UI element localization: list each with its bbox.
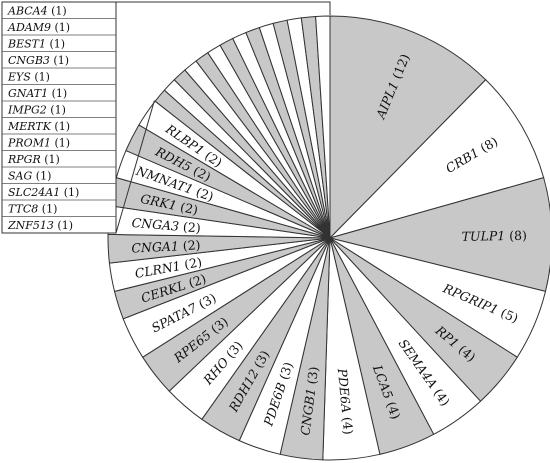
pie-slice-crb1 — [328, 79, 545, 239]
leader-line-top — [116, 1, 331, 15]
legend-leader-lines — [115, 1, 331, 234]
leader-line-bottom — [115, 100, 155, 234]
legend-box: ABCA4 (1) ADAM9 (1) BEST1 (1) CNGB3 (1) EYS … — [1, 1, 117, 234]
legend-entry-best1: BEST1 (1) — [7, 37, 65, 50]
legend-entry-cngb3: CNGB3 (1) — [8, 53, 69, 66]
legend-entry-sag: SAG (1) — [8, 169, 51, 182]
legend-entry-prom1: PROM1 (1) — [7, 136, 70, 149]
legend-entry-rpgr: RPGR (1) — [7, 152, 60, 165]
pie-slice-aipl1 — [329, 15, 487, 240]
pie-slices — [107, 15, 550, 461]
slice-label-grk1: GRK1 (2) — [139, 190, 199, 217]
pie-slice-tulp1 — [328, 177, 550, 293]
slice-label-tulp1: TULP1 (8) — [462, 227, 527, 243]
slice-label-pde6a: PDE6A (4) — [335, 367, 356, 435]
legend-entry-mertk: MERTK (1) — [7, 119, 70, 132]
slice-label-cnga1: CNGA1 (2) — [131, 237, 201, 255]
slice-label-cnga3: CNGA3 (2) — [131, 214, 201, 235]
legend-entry-adam9: ADAM9 (1) — [7, 20, 70, 33]
legend-entry-gnat1: GNAT1 (1) — [8, 86, 67, 99]
legend-entry-eys: EYS (1) — [7, 70, 50, 83]
legend-entry-slc24a1: SLC24A1 (1) — [8, 185, 79, 198]
legend-entry-impg2: IMPG2 (1) — [7, 103, 66, 116]
legend-entry-znf513: ZNF513 (1) — [7, 218, 73, 231]
slice-label-cngb1: CNGB1 (3) — [297, 366, 321, 437]
legend-entry-ttc8: TTC8 (1) — [8, 202, 57, 215]
pie-slice-abca4 — [315, 15, 331, 239]
legend-entry-abca4: ABCA4 (1) — [7, 4, 67, 17]
